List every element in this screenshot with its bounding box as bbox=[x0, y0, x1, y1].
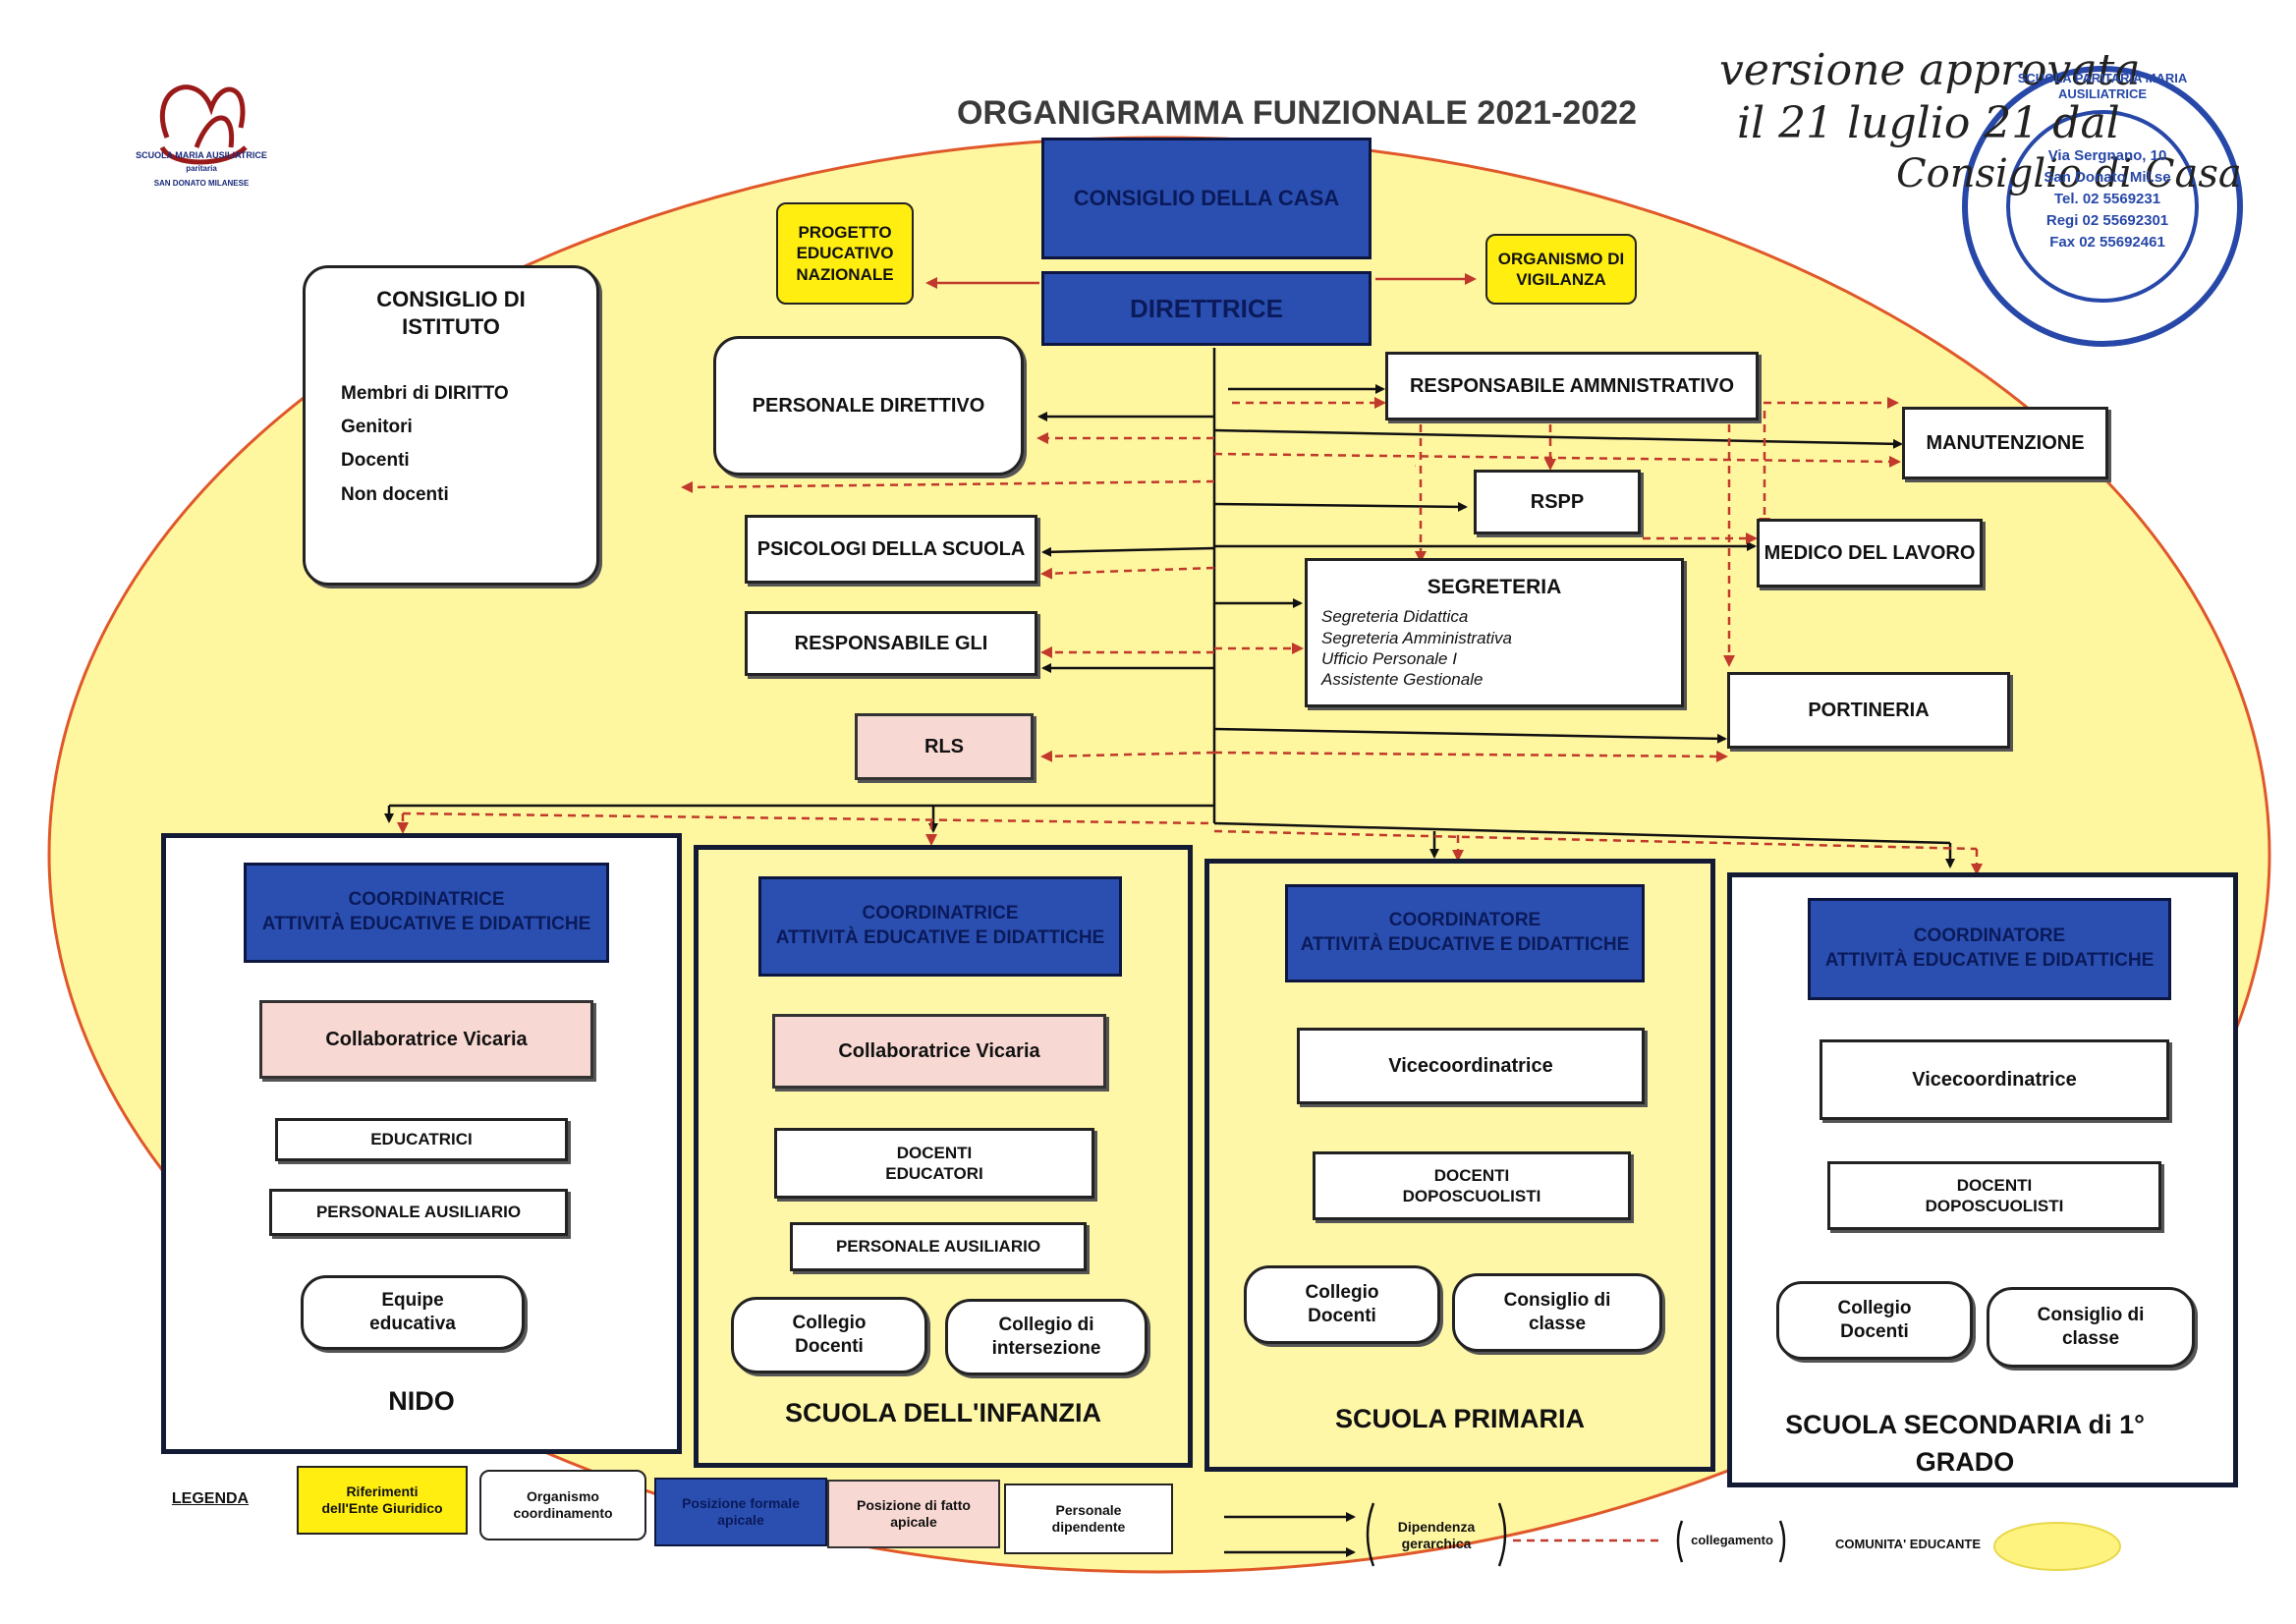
infanzia-docenti-box: DOCENTI EDUCATORI bbox=[774, 1128, 1094, 1199]
primaria-head-line1: COORDINATORE bbox=[1388, 910, 1541, 931]
segreteria-title: SEGRETERIA bbox=[1427, 576, 1562, 598]
consiglio-istituto-box: CONSIGLIO DI ISTITUTO Membri di DIRITTO … bbox=[303, 265, 599, 586]
section-label-infanzia: SCUOLA DELL'INFANZIA bbox=[785, 1398, 1101, 1428]
logo-sub: paritaria bbox=[186, 164, 217, 174]
stamp-line-4: Regi 02 55692301 bbox=[2045, 212, 2169, 229]
infanzia-personale-box: PERSONALE AUSILIARIO bbox=[790, 1222, 1087, 1271]
logo-name: SCUOLA MARIA AUSILIATRICE bbox=[136, 149, 267, 160]
legend-dipendenza: Dipendenza gerarchica bbox=[1397, 1519, 1476, 1551]
consiglio-istituto-member: Non docenti bbox=[341, 483, 449, 505]
consiglio-istituto-member: Membri di DIRITTO bbox=[341, 383, 509, 404]
primaria-consiglio-classe-box: Consiglio di classe bbox=[1452, 1273, 1662, 1352]
primaria-vice-box: Vicecoordinatrice bbox=[1297, 1028, 1645, 1104]
nido-head-line2: ATTIVITÀ EDUCATIVE E DIDATTICHE bbox=[261, 914, 591, 934]
consiglio-istituto-member: Docenti bbox=[341, 450, 410, 472]
portineria-box: PORTINERIA bbox=[1727, 672, 2010, 749]
secondaria-coordinatore-box: COORDINATORE ATTIVITÀ EDUCATIVE E DIDATT… bbox=[1808, 898, 2171, 1000]
nido-vice-box: Collaboratrice Vicaria bbox=[259, 1000, 593, 1079]
primaria-docenti-box: DOCENTI DOPOSCUOLISTI bbox=[1313, 1151, 1631, 1220]
handwritten-note-line1: versione approvata bbox=[1719, 45, 2141, 95]
consiglio-della-casa-box: CONSIGLIO DELLA CASA bbox=[1041, 138, 1372, 259]
secondaria-head-line2: ATTIVITÀ EDUCATIVE E DIDATTICHE bbox=[1824, 950, 2155, 971]
consiglio-istituto-member: Genitori bbox=[341, 417, 413, 438]
segreteria-item: Ufficio Personale I bbox=[1321, 648, 1457, 668]
rspp-box: RSPP bbox=[1474, 470, 1641, 534]
manutenzione-box: MANUTENZIONE bbox=[1902, 407, 2108, 479]
nido-equipe-box: Equipe educativa bbox=[301, 1275, 525, 1350]
infanzia-collegio-docenti-box: Collegio Docenti bbox=[731, 1297, 927, 1373]
organismo-vigilanza-box: ORGANISMO DI VIGILANZA bbox=[1485, 234, 1637, 305]
section-label-secondaria: SCUOLA SECONDARIA di 1° GRADO bbox=[1785, 1410, 2145, 1477]
stamp-ring-text: SCUOLA PARITARIA MARIA AUSILIATRICE bbox=[2017, 71, 2188, 101]
primaria-collegio-docenti-box: Collegio Docenti bbox=[1244, 1265, 1440, 1344]
medico-lavoro-box: MEDICO DEL LAVORO bbox=[1757, 519, 1983, 588]
responsabile-gli-box: RESPONSABILE GLI bbox=[745, 611, 1037, 676]
secondaria-docenti-box: DOCENTI DOPOSCUOLISTI bbox=[1827, 1161, 2161, 1230]
school-stamp-icon bbox=[1962, 66, 2243, 347]
stamp-line-3: Tel. 02 5569231 bbox=[2053, 191, 2161, 207]
segreteria-item: Segreteria Amministrativa bbox=[1321, 628, 1512, 647]
infanzia-coordinatrice-box: COORDINATRICE ATTIVITÀ EDUCATIVE E DIDAT… bbox=[758, 876, 1122, 977]
legend-collegamento: collegamento bbox=[1691, 1533, 1773, 1548]
legend-label: LEGENDA bbox=[171, 1490, 250, 1508]
nido-personale-box: PERSONALE AUSILIARIO bbox=[269, 1189, 568, 1236]
stamp-line-1: Via Sergnano, 10 bbox=[2047, 147, 2167, 164]
section-label-nido: NIDO bbox=[388, 1386, 455, 1416]
segreteria-item: Segreteria Didattica bbox=[1321, 607, 1469, 627]
secondaria-head-line1: COORDINATORE bbox=[1913, 925, 2066, 947]
logo-city: SAN DONATO MILANESE bbox=[153, 179, 250, 189]
handwritten-note-line2: il 21 luglio 21 dal bbox=[1737, 98, 2120, 148]
responsabile-amministrativo-box: RESPONSABILE AMMNISTRATIVO bbox=[1385, 352, 1759, 420]
secondaria-consiglio-classe-box: Consiglio di classe bbox=[1987, 1287, 2195, 1368]
primaria-head-line2: ATTIVITÀ EDUCATIVE E DIDATTICHE bbox=[1300, 934, 1630, 955]
legend-item-di-fatto: Posizione di fatto apicale bbox=[827, 1480, 1000, 1548]
infanzia-vice-box: Collaboratrice Vicaria bbox=[772, 1014, 1106, 1089]
legend-item-formale: Posizione formale apicale bbox=[654, 1478, 827, 1546]
segreteria-box: SEGRETERIA Segreteria Didattica Segreter… bbox=[1305, 558, 1684, 707]
psicologi-box: PSICOLOGI DELLA SCUOLA bbox=[745, 515, 1037, 584]
secondaria-vice-box: Vicecoordinatrice bbox=[1820, 1039, 2169, 1120]
secondaria-collegio-docenti-box: Collegio Docenti bbox=[1776, 1281, 1973, 1360]
primaria-coordinatore-box: COORDINATORE ATTIVITÀ EDUCATIVE E DIDATT… bbox=[1285, 884, 1645, 982]
legend-item-organismo: Organismo coordinamento bbox=[479, 1470, 646, 1540]
segreteria-item: Assistente Gestionale bbox=[1321, 670, 1484, 689]
infanzia-head-line2: ATTIVITÀ EDUCATIVE E DIDATTICHE bbox=[775, 927, 1105, 948]
infanzia-collegio-intersezione-box: Collegio di intersezione bbox=[945, 1299, 1148, 1375]
page-title: ORGANIGRAMMA FUNZIONALE 2021-2022 bbox=[956, 93, 1638, 132]
legend-item-personale: Personale dipendente bbox=[1004, 1484, 1173, 1554]
legend-comunita-ellipse bbox=[1993, 1522, 2121, 1571]
direttrice-box: DIRETTRICE bbox=[1041, 271, 1372, 346]
legend-comunita: COMUNITA' EDUCANTE bbox=[1834, 1537, 1981, 1552]
handwritten-note-line3: Consiglio di Casa bbox=[1896, 151, 2242, 196]
progetto-educativo-box: PROGETTO EDUCATIVO NAZIONALE bbox=[776, 202, 914, 305]
rls-box: RLS bbox=[855, 713, 1034, 780]
personale-direttivo-box: PERSONALE DIRETTIVO bbox=[713, 336, 1024, 476]
stamp-line-5: Fax 02 55692461 bbox=[2049, 234, 2165, 251]
logo-emblem-icon bbox=[159, 84, 248, 165]
section-label-primaria: SCUOLA PRIMARIA bbox=[1335, 1404, 1585, 1433]
nido-head-line1: COORDINATRICE bbox=[348, 889, 505, 911]
infanzia-head-line1: COORDINATRICE bbox=[862, 903, 1019, 924]
nido-educatrici-box: EDUCATRICI bbox=[275, 1118, 568, 1161]
stamp-line-2: San Donato Mil.se bbox=[2044, 169, 2171, 186]
legend-item-ente: Riferimenti dell'Ente Giuridico bbox=[297, 1466, 468, 1535]
consiglio-istituto-title: CONSIGLIO DI ISTITUTO bbox=[376, 287, 526, 339]
nido-coordinatrice-box: COORDINATRICE ATTIVITÀ EDUCATIVE E DIDAT… bbox=[244, 863, 609, 963]
